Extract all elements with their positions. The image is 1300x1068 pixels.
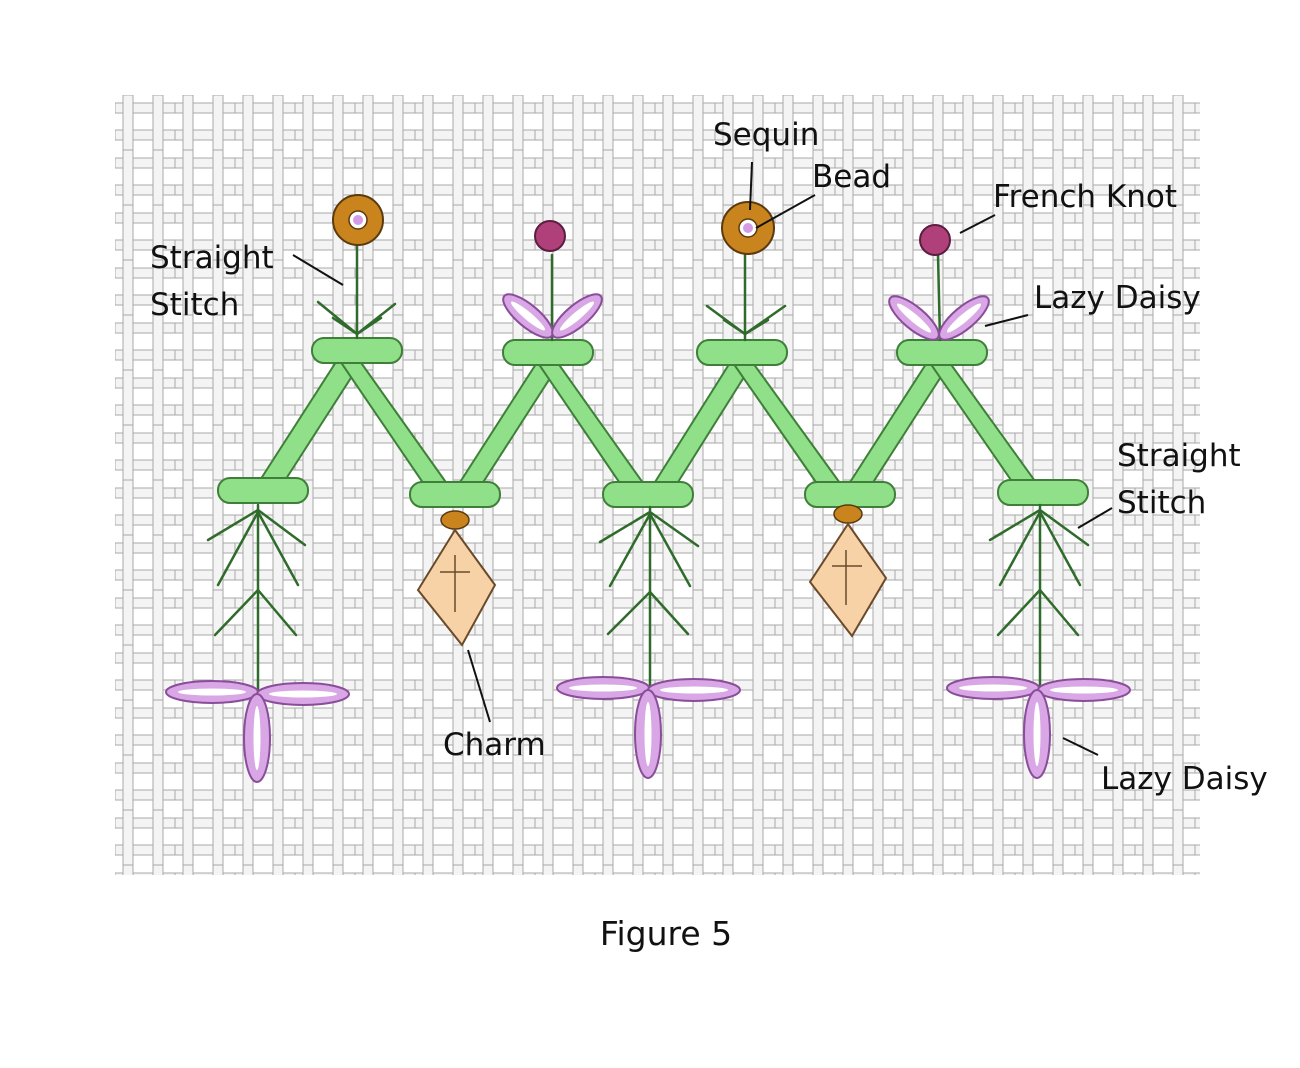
couching-bars: [217, 337, 1089, 508]
label-lazy-daisy-bottom: Lazy Daisy: [1101, 761, 1268, 797]
label-bead: Bead: [812, 159, 891, 195]
charm-1: [416, 510, 497, 647]
label-lazy-daisy-top: Lazy Daisy: [1034, 280, 1201, 316]
bottom-straight-stitches: [206, 503, 1090, 692]
charm-2: [808, 504, 888, 638]
label-straight-stitch-right-line1: Straight: [1117, 438, 1241, 474]
label-charm: Charm: [443, 727, 546, 763]
leader-lines: [292, 161, 1113, 756]
sequin-1: [332, 194, 384, 246]
label-straight-stitch-top-line1: Straight: [150, 240, 274, 276]
top-lazy-daisy-centers: [510, 301, 982, 333]
label-sequin: Sequin: [713, 117, 819, 153]
label-straight-stitch-top-line2: Stitch: [150, 287, 239, 323]
top-straight-stitches: [316, 228, 942, 342]
sequin-2: [721, 201, 775, 255]
bottom-lazy-daisy-centers: [178, 684, 1118, 770]
label-straight-stitch-right-line2: Stitch: [1117, 485, 1206, 521]
french-knots: [534, 220, 951, 256]
label-french-knot: French Knot: [993, 179, 1177, 215]
figure-caption: Figure 5: [600, 914, 732, 953]
